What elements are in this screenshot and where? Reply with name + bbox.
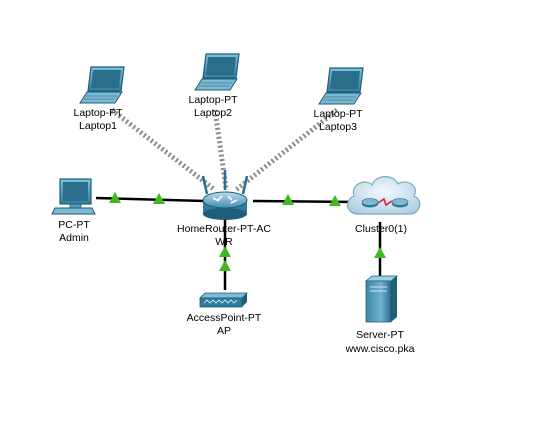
laptop2-node[interactable]: Laptop-PT Laptop2 <box>188 53 240 119</box>
laptop3-type-label: Laptop-PT <box>313 108 363 120</box>
link-router-cloud[interactable] <box>252 199 359 204</box>
server-type-label: Server-PT <box>356 329 404 341</box>
link-up-indicator <box>329 195 341 206</box>
wireless-router-icon <box>201 170 249 220</box>
router-node[interactable]: HomeRouter-PT-AC WR <box>177 170 271 248</box>
cloud-cluster-icon <box>347 176 421 215</box>
cloud-cluster-node[interactable]: Cluster0(1) <box>347 176 421 235</box>
access-point-node[interactable]: AccessPoint-PT AP <box>187 292 262 337</box>
laptop1-type-label: Laptop-PT <box>73 107 123 119</box>
link-up-indicator <box>219 246 231 257</box>
link-up-indicator <box>153 193 165 204</box>
wireless-link-laptop1[interactable] <box>110 108 217 192</box>
ap-type-label: AccessPoint-PT <box>187 312 262 324</box>
server-icon <box>364 275 399 323</box>
pc-icon <box>51 178 96 215</box>
laptop3-name-label: Laptop3 <box>319 121 357 133</box>
link-up-indicator <box>374 247 386 258</box>
link-up-indicator <box>282 194 294 205</box>
admin-pc-node[interactable]: PC-PT Admin <box>51 178 96 244</box>
router-name-label: WR <box>215 236 233 248</box>
laptop3-node[interactable]: Laptop-PT Laptop3 <box>313 67 364 133</box>
laptop-icon <box>318 67 364 105</box>
server-name-label: www.cisco.pka <box>345 343 415 355</box>
laptop2-name-label: Laptop2 <box>194 107 232 119</box>
admin-name-label: Admin <box>59 232 89 244</box>
router-type-label: HomeRouter-PT-AC <box>177 223 271 235</box>
laptop2-type-label: Laptop-PT <box>188 94 238 106</box>
laptop-icon <box>79 66 125 104</box>
wireless-link-laptop3[interactable] <box>234 108 339 192</box>
access-point-icon <box>199 292 248 308</box>
cloud-name-label: Cluster0(1) <box>355 223 407 235</box>
laptop-icon <box>194 53 240 91</box>
ap-name-label: AP <box>217 325 231 337</box>
link-up-indicator <box>109 192 121 203</box>
server-node[interactable]: Server-PT www.cisco.pka <box>345 275 415 355</box>
laptop1-name-label: Laptop1 <box>79 120 117 132</box>
link-up-indicator <box>219 260 231 271</box>
admin-type-label: PC-PT <box>58 219 90 231</box>
laptop1-node[interactable]: Laptop-PT Laptop1 <box>73 66 125 132</box>
